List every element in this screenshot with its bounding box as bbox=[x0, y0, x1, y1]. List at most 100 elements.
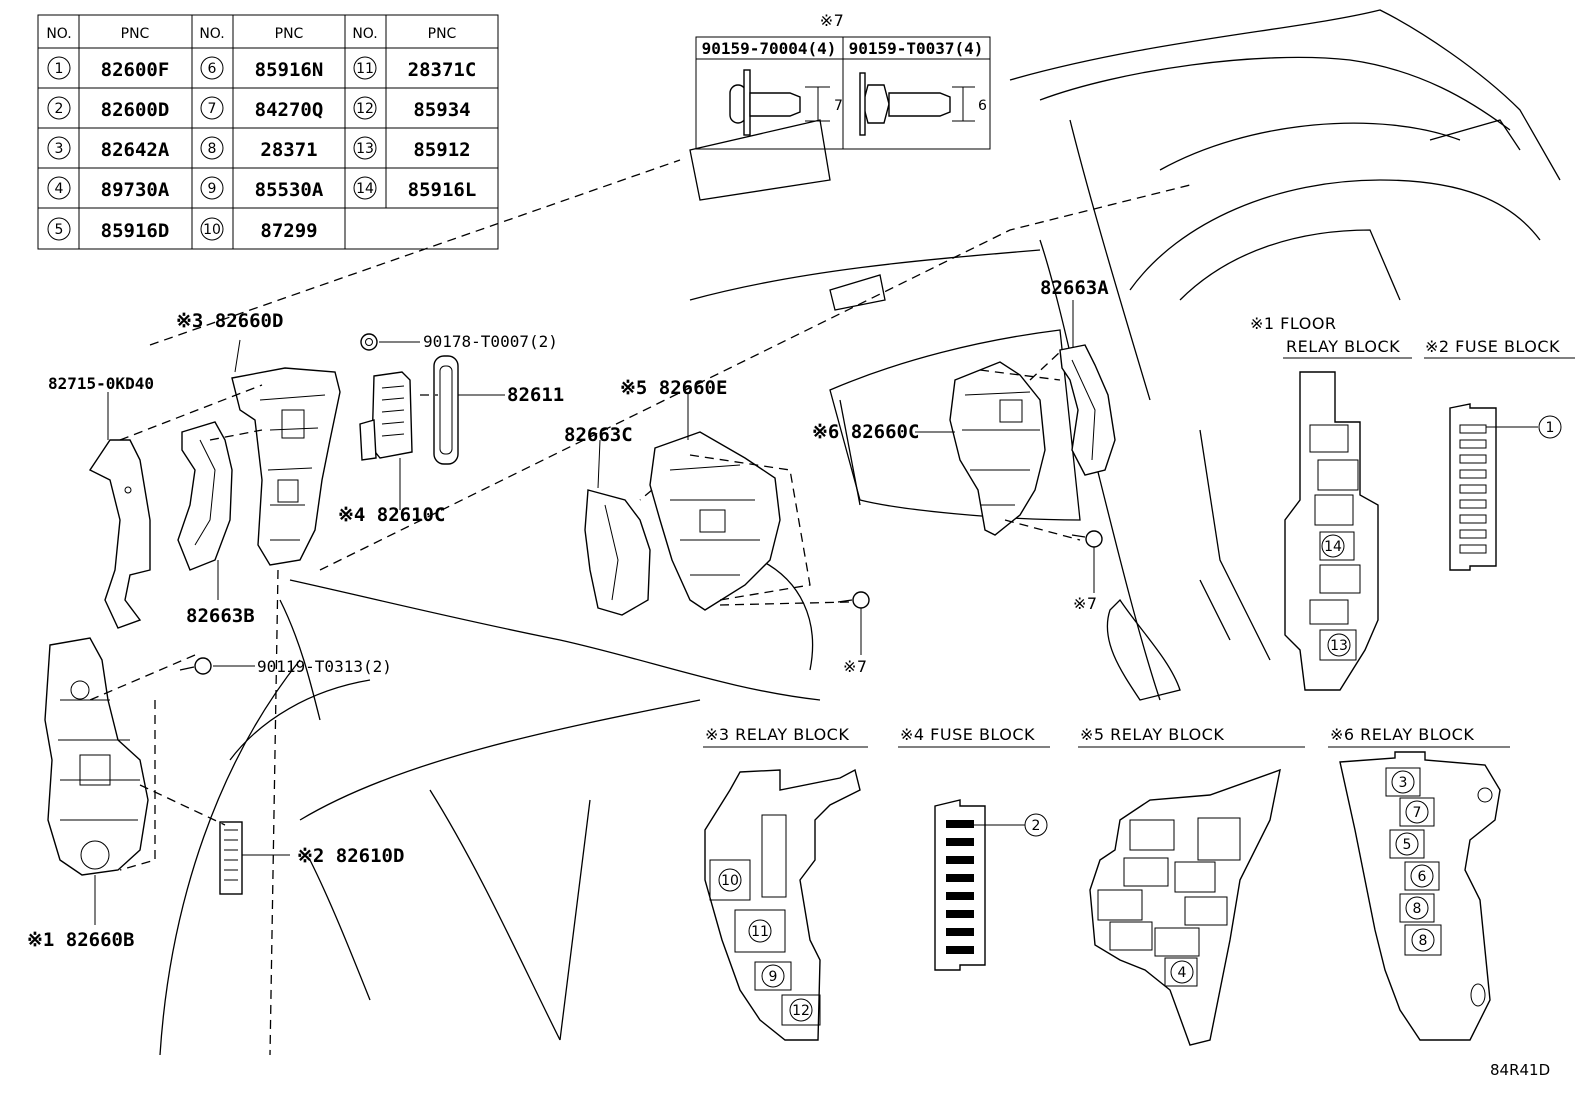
callout-1: 1 bbox=[1546, 420, 1555, 436]
table-pnc: 84270Q bbox=[255, 99, 324, 121]
table-no: 4 bbox=[55, 181, 64, 197]
callout-8-b: 8 bbox=[1419, 933, 1428, 949]
bracket-82663b-icon bbox=[177, 421, 233, 571]
callout-7: 7 bbox=[1413, 805, 1422, 821]
label-82660b: ※1 82660B bbox=[27, 929, 134, 951]
bolt-part-left: 90159-70004(4) bbox=[702, 39, 837, 58]
bolt-dim-left: 7 bbox=[834, 98, 843, 114]
table-pnc: 85530A bbox=[255, 179, 324, 201]
inset-fuse-block-4 bbox=[934, 799, 986, 971]
inset-relay-block-3 bbox=[704, 768, 861, 1041]
table-header-no-1: NO. bbox=[46, 26, 71, 42]
table-pnc: 28371 bbox=[260, 139, 317, 161]
label-82663c: 82663C bbox=[564, 424, 633, 446]
label-90119: 90119-T0313(2) bbox=[257, 657, 392, 676]
inset-relay-block-6 bbox=[1339, 751, 1501, 1041]
table-header-no-2: NO. bbox=[199, 26, 224, 42]
label-82610c: ※4 82610C bbox=[338, 504, 445, 526]
table-header-pnc-3: PNC bbox=[428, 26, 457, 42]
callout-2: 2 bbox=[1032, 818, 1041, 834]
callout-12: 12 bbox=[792, 1003, 810, 1019]
bracket-82663a-icon bbox=[1059, 344, 1116, 476]
label-82715: 82715-0KD40 bbox=[48, 374, 154, 393]
callout-8-a: 8 bbox=[1413, 901, 1422, 917]
caption-fuse-block-2: ※2 FUSE BLOCK bbox=[1425, 337, 1560, 356]
caption-floor-relay-2: RELAY BLOCK bbox=[1286, 337, 1400, 356]
callout-13: 13 bbox=[1330, 638, 1348, 654]
dashboard-outline bbox=[149, 9, 1561, 1056]
inset-relay-block-5 bbox=[1089, 768, 1281, 1046]
table-pnc: 85916N bbox=[255, 59, 324, 81]
diagram-code: 84R41D bbox=[1490, 1061, 1550, 1079]
table-pnc: 85916D bbox=[101, 220, 170, 242]
callout-10: 10 bbox=[721, 873, 739, 889]
label-ref7-right: ※7 bbox=[1073, 594, 1098, 613]
caption-fuse-block-4: ※4 FUSE BLOCK bbox=[900, 725, 1035, 744]
bolt-70004-icon bbox=[729, 69, 830, 136]
bracket-82663c-icon bbox=[584, 489, 651, 616]
nut-90178-icon bbox=[360, 333, 378, 351]
fuse-block-82610d-icon bbox=[219, 821, 243, 895]
bolt-t0037-icon bbox=[859, 72, 975, 136]
callout-4: 4 bbox=[1178, 965, 1187, 981]
table-header-no-3: NO. bbox=[352, 26, 377, 42]
table-no: 7 bbox=[208, 101, 217, 117]
cover-82611-icon bbox=[433, 355, 459, 465]
fuse-block-82610c-icon bbox=[359, 371, 413, 461]
table-header-pnc-2: PNC bbox=[275, 26, 304, 42]
label-82663b: 82663B bbox=[186, 605, 255, 627]
relay-block-82660c-icon bbox=[949, 361, 1046, 536]
label-82611: 82611 bbox=[507, 384, 564, 406]
pnc-table: NO. PNC NO. PNC NO. PNC 1 82600F 6 85916… bbox=[37, 14, 499, 250]
inset-fuse-block-2 bbox=[1449, 403, 1497, 571]
callout-11: 11 bbox=[751, 924, 769, 940]
screw-90119-icon bbox=[179, 657, 212, 675]
table-no: 5 bbox=[55, 222, 64, 238]
label-82663a: 82663A bbox=[1040, 277, 1109, 299]
table-pnc: 87299 bbox=[260, 220, 317, 242]
table-no: 1 bbox=[55, 61, 64, 77]
caption-floor-relay-1: ※1 FLOOR bbox=[1250, 314, 1337, 333]
callout-14: 14 bbox=[1324, 539, 1342, 555]
inset-floor-relay-block bbox=[1284, 371, 1379, 691]
label-82660c: ※6 82660C bbox=[812, 421, 919, 443]
table-pnc: 89730A bbox=[101, 179, 170, 201]
assembly-guides bbox=[89, 351, 1081, 1056]
callout-3: 3 bbox=[1399, 775, 1408, 791]
table-pnc: 82600F bbox=[101, 59, 170, 81]
bolt-detail-box: ※7 90159-70004(4) 90159-T0037(4) 7 6 bbox=[695, 11, 991, 150]
table-no: 6 bbox=[208, 61, 217, 77]
table-pnc: 85934 bbox=[413, 99, 470, 121]
caption-relay-block-3: ※3 RELAY BLOCK bbox=[705, 725, 849, 744]
caption-relay-block-6: ※6 RELAY BLOCK bbox=[1330, 725, 1474, 744]
floor-relay-block-82660b-icon bbox=[44, 637, 149, 876]
table-no: 8 bbox=[208, 141, 217, 157]
bolt-dim-right: 6 bbox=[978, 98, 987, 114]
label-82610d: ※2 82610D bbox=[297, 845, 404, 867]
table-no: 3 bbox=[55, 141, 64, 157]
table-pnc: 82600D bbox=[101, 99, 170, 121]
label-90178: 90178-T0007(2) bbox=[423, 332, 558, 351]
callout-6: 6 bbox=[1418, 869, 1427, 885]
bolt-box-title: ※7 bbox=[820, 11, 845, 30]
bolt-82663a-icon bbox=[1071, 530, 1103, 548]
table-no: 13 bbox=[356, 141, 374, 157]
relay-block-82660d-icon bbox=[231, 367, 341, 566]
bolt-part-right: 90159-T0037(4) bbox=[849, 39, 984, 58]
callout-9: 9 bbox=[769, 969, 778, 985]
table-pnc: 85912 bbox=[413, 139, 470, 161]
table-no: 9 bbox=[208, 181, 217, 197]
label-82660d: ※3 82660D bbox=[176, 310, 283, 332]
relay-block-82660e-icon bbox=[649, 431, 781, 611]
caption-relay-block-5: ※5 RELAY BLOCK bbox=[1080, 725, 1224, 744]
table-pnc: 85916L bbox=[408, 179, 477, 201]
table-pnc: 28371C bbox=[408, 59, 477, 81]
table-no: 12 bbox=[356, 101, 374, 117]
table-no: 2 bbox=[55, 101, 64, 117]
table-no: 10 bbox=[203, 222, 221, 238]
label-ref7-left: ※7 bbox=[843, 657, 868, 676]
callout-5: 5 bbox=[1403, 837, 1412, 853]
bolt-right-icon bbox=[837, 591, 870, 609]
table-no: 11 bbox=[356, 61, 374, 77]
